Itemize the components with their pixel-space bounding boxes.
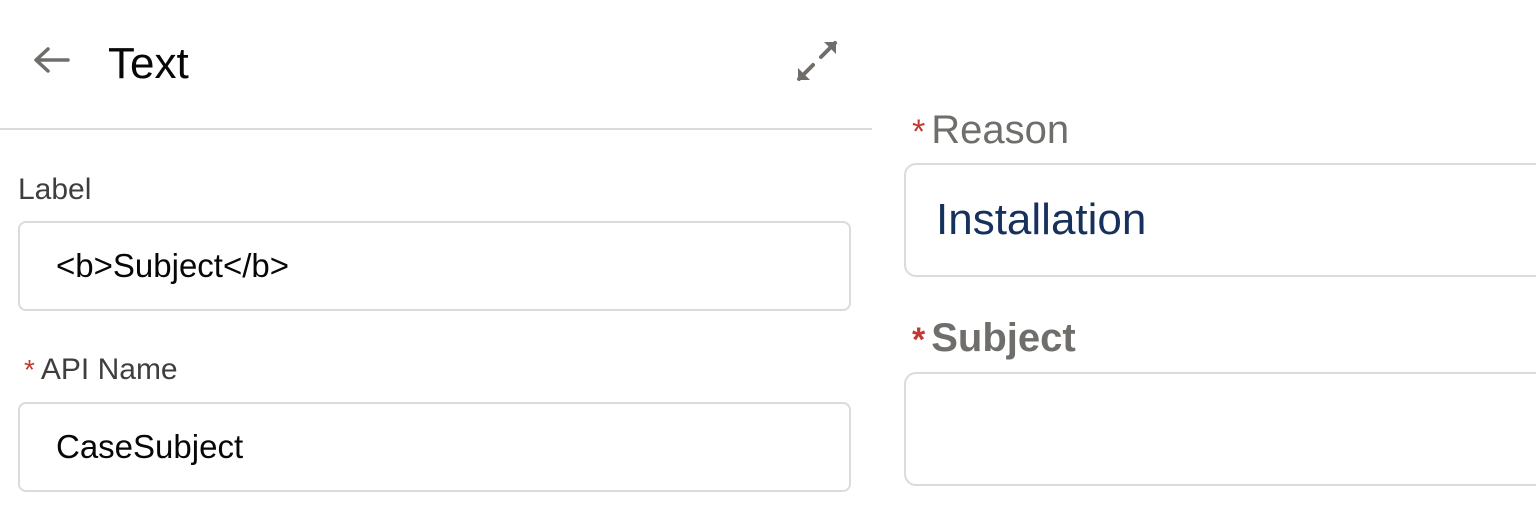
api-name-input[interactable]: CaseSubject	[18, 402, 851, 492]
panel-header: Text	[0, 0, 872, 130]
back-button[interactable]	[28, 38, 76, 86]
subject-input[interactable]	[904, 372, 1536, 486]
properties-panel: Text Label <b>Subject</b> *API Name Case…	[0, 0, 872, 492]
expand-icon	[797, 41, 837, 81]
required-marker: *	[912, 321, 926, 359]
reason-select-value: Installation	[936, 195, 1147, 244]
required-marker: *	[912, 113, 926, 151]
reason-label-text: Reason	[931, 108, 1070, 152]
api-name-label-text: API Name	[40, 353, 178, 386]
arrow-left-icon	[34, 47, 70, 73]
label-input-value: <b>Subject</b>	[56, 247, 290, 284]
reason-field-label: *Reason	[912, 106, 1069, 156]
label-field-label: Label	[18, 173, 92, 206]
label-input[interactable]: <b>Subject</b>	[18, 221, 851, 311]
reason-select[interactable]: Installation	[904, 163, 1536, 277]
subject-field-label: *Subject	[912, 314, 1076, 364]
expand-button[interactable]	[794, 38, 840, 84]
required-marker: *	[24, 354, 35, 385]
subject-label-text: Subject	[931, 316, 1076, 360]
api-name-input-value: CaseSubject	[56, 428, 244, 465]
api-name-field-label: *API Name	[24, 352, 178, 388]
panel-title: Text	[108, 39, 189, 88]
